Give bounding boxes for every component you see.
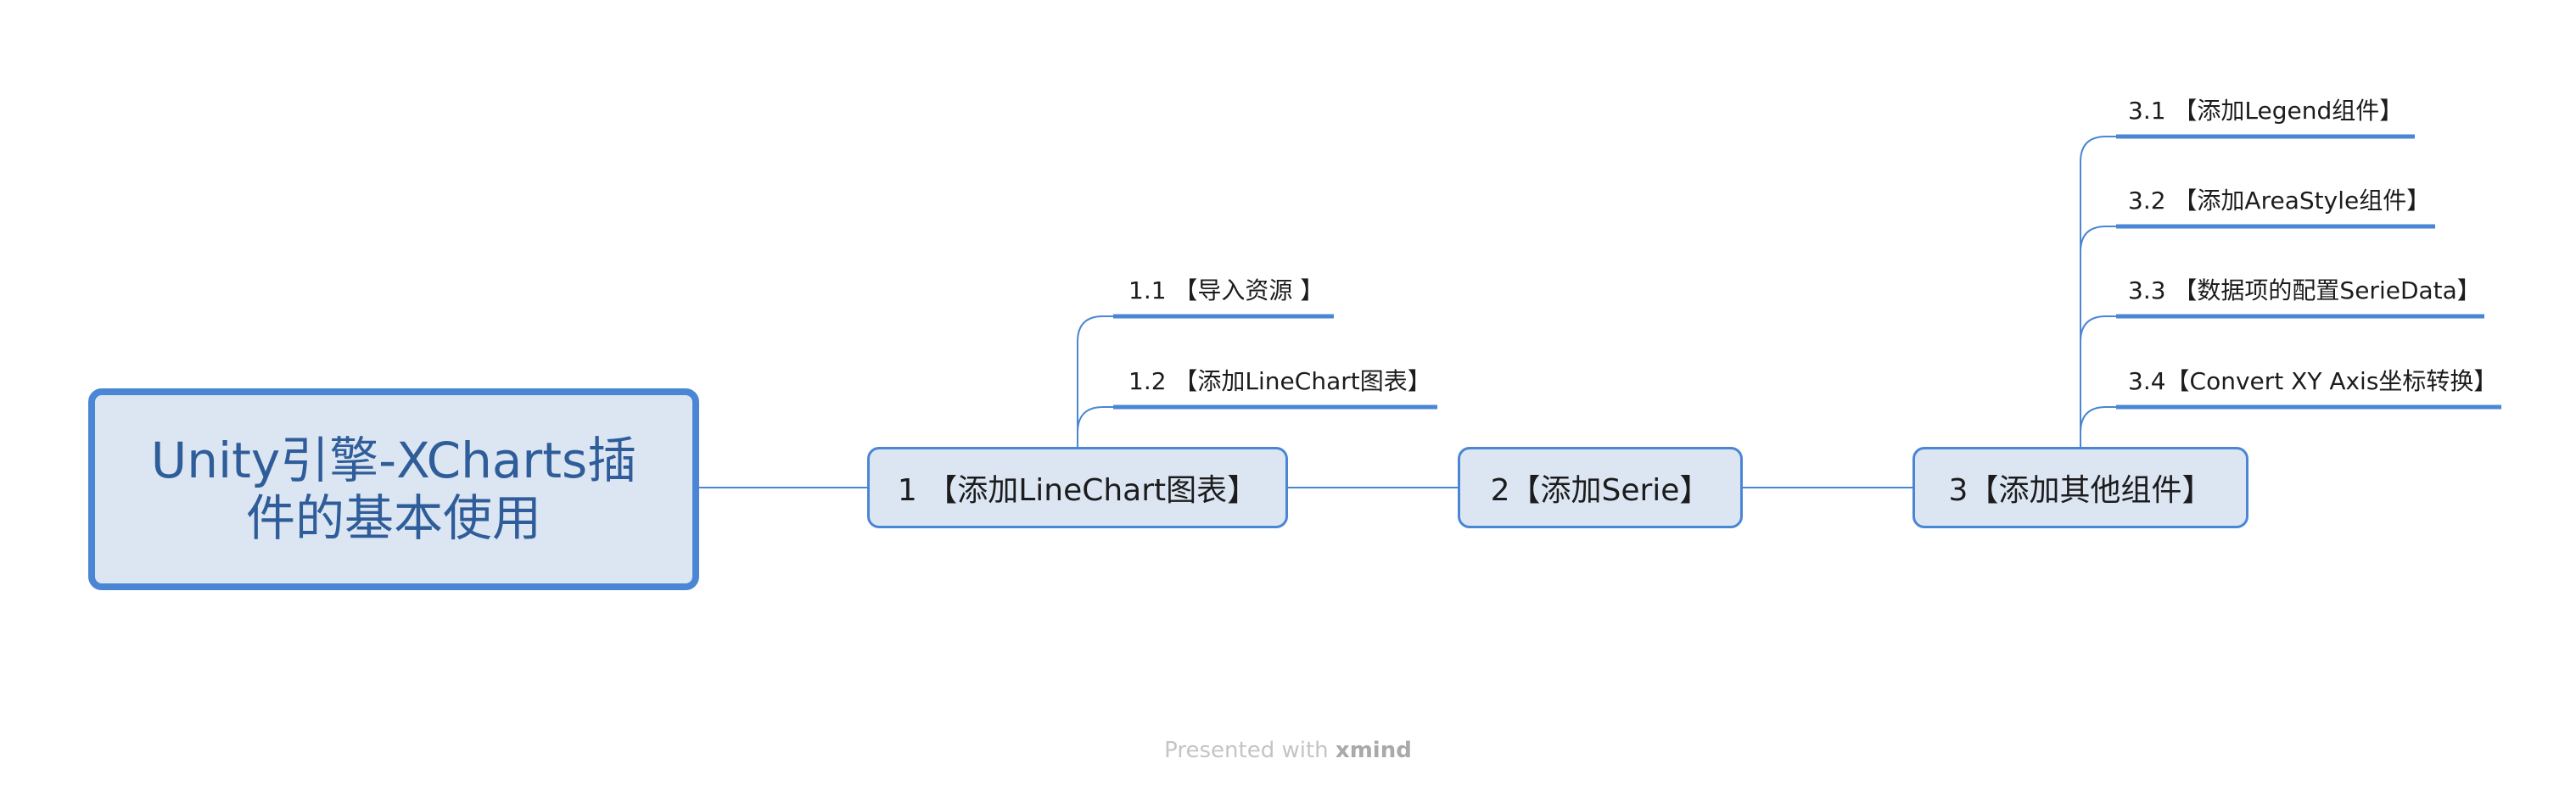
main-topic-2[interactable]: 2【添加Serie】 [1458,447,1743,528]
main-topic-1-label: 1 【添加LineChart图表】 [897,473,1258,508]
central-topic[interactable]: Unity引擎-XCharts插件的基本使用 [88,388,699,590]
main-topic-1[interactable]: 1 【添加LineChart图表】 [867,447,1288,528]
subtopic-3-2-label: 3.2 【添加AreaStyle组件】 [2128,187,2431,215]
subtopic-3-4[interactable]: 3.4【Convert XY Axis坐标转换】 [2128,366,2497,397]
subtopic-3-1-label: 3.1 【添加Legend组件】 [2128,97,2404,125]
subtopic-3-1[interactable]: 3.1 【添加Legend组件】 [2128,96,2403,126]
footer-prefix: Presented with [1164,738,1336,763]
connector-main3-sub34 [2080,406,2116,447]
xmind-brand: xmind [1335,738,1412,763]
central-topic-label: Unity引擎-XCharts插件的基本使用 [150,432,637,547]
subtopic-3-3[interactable]: 3.3 【数据项的配置SerieData】 [2128,276,2481,306]
subtopic-3-2[interactable]: 3.2 【添加AreaStyle组件】 [2128,186,2430,216]
subtopic-3-4-label: 3.4【Convert XY Axis坐标转换】 [2128,367,2498,395]
main-topic-3[interactable]: 3【添加其他组件】 [1912,447,2248,528]
connector-main1-sub2 [1077,406,1113,447]
connector-main3-sub31 [2080,136,2116,447]
subtopic-1-2[interactable]: 1.2 【添加LineChart图表】 [1128,366,1431,397]
connector-main3-sub33 [2080,315,2116,447]
subtopic-1-2-label: 1.2 【添加LineChart图表】 [1128,367,1431,395]
presented-with-footer: Presented with xmind [0,738,2576,763]
main-topic-3-label: 3【添加其他组件】 [1948,473,2213,508]
subtopic-3-3-label: 3.3 【数据项的配置SerieData】 [2128,276,2481,304]
main-topic-2-label: 2【添加Serie】 [1490,473,1711,508]
connector-main3-sub32 [2080,226,2116,447]
subtopic-1-1[interactable]: 1.1 【导入资源 】 [1128,276,1324,306]
subtopic-1-1-label: 1.1 【导入资源 】 [1128,276,1324,304]
connector-main1-sub1 [1077,315,1113,447]
